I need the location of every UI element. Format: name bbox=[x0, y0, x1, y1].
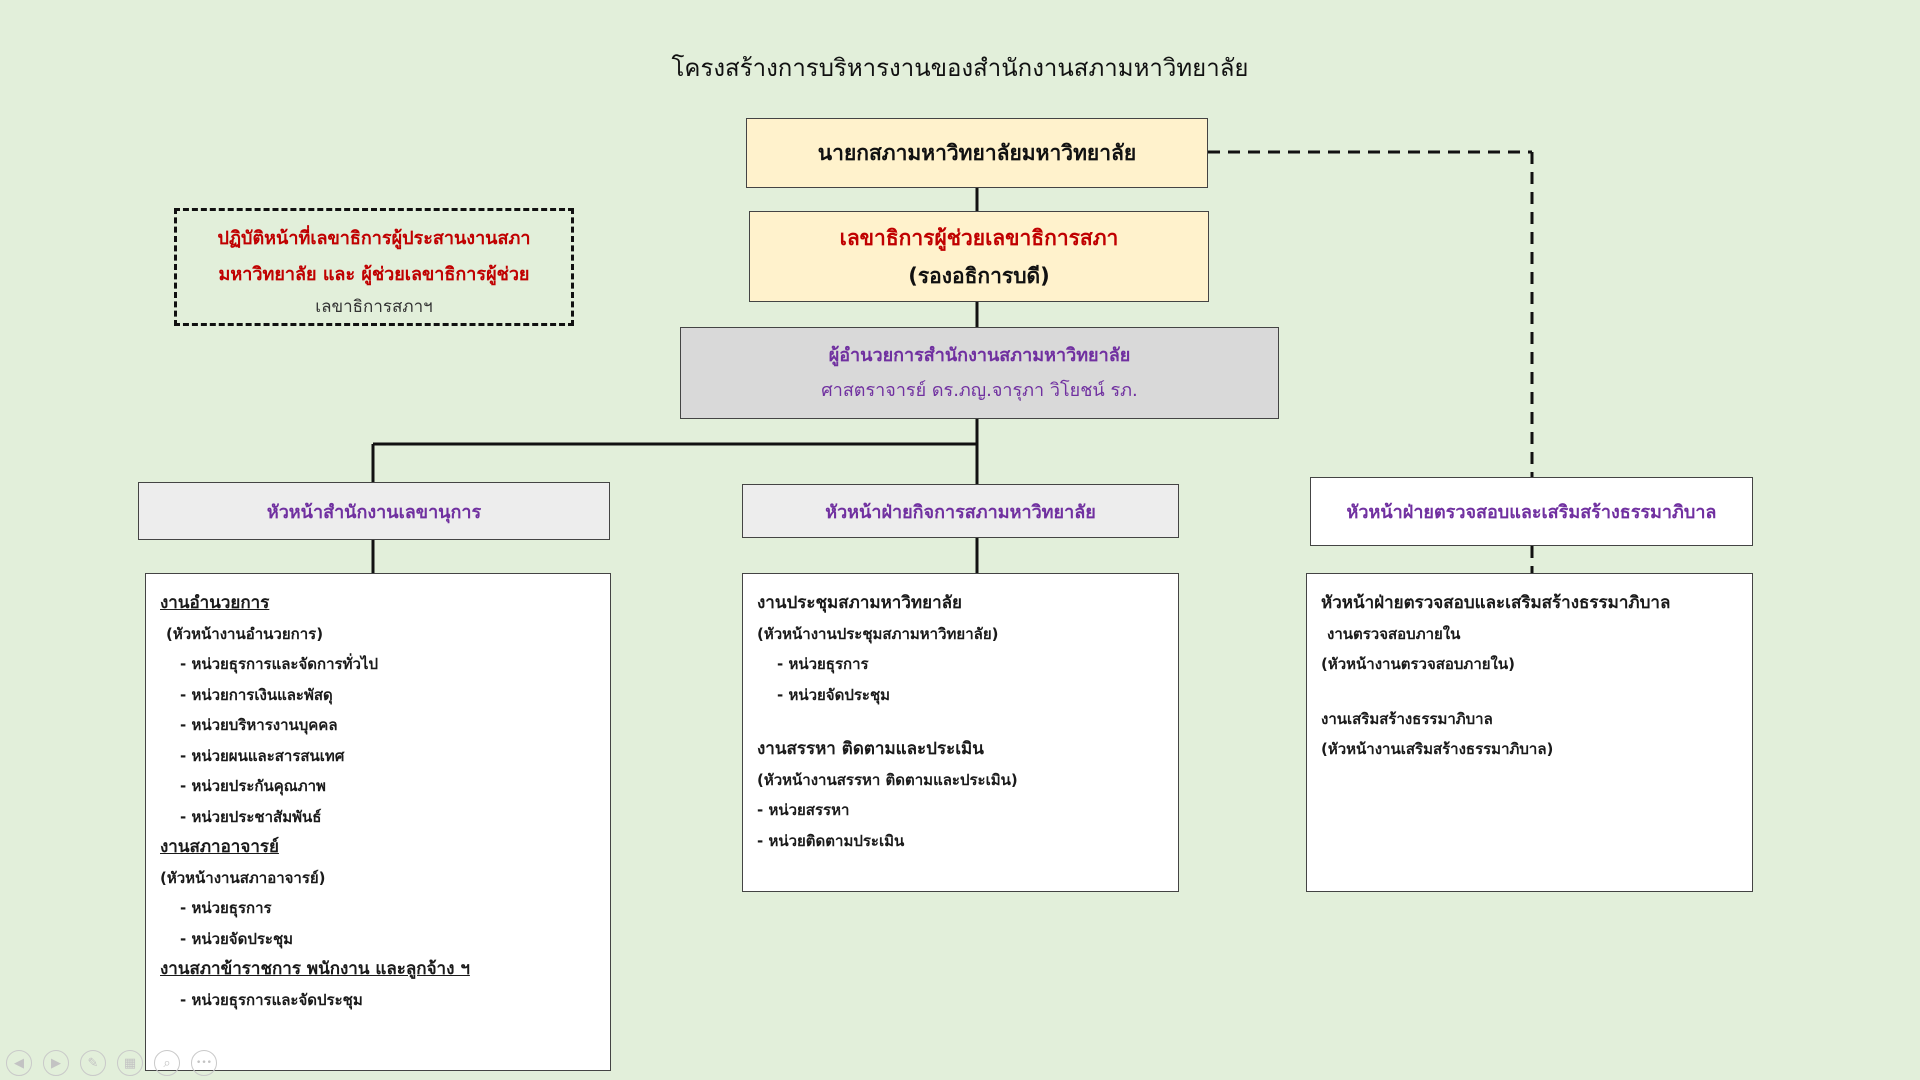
note-line-2: มหาวิทยาลัย และ ผู้ช่วยเลขาธิการผู้ช่วย bbox=[218, 264, 530, 285]
section-title: งานสภาข้าราชการ พนักงาน และลูกจ้าง ฯ bbox=[160, 959, 470, 979]
unit-item: - หน่วยธุรการ bbox=[777, 655, 869, 673]
section-title: งานประชุมสภามหาวิทยาลัย bbox=[757, 593, 962, 613]
unit-item: - หน่วยธุรการและจัดการทั่วไป bbox=[180, 655, 378, 673]
secretary-box: เลขาธิการผู้ช่วยเลขาธิการสภา (รองอธิการบ… bbox=[749, 211, 1209, 302]
unit-item: - หน่วยการเงินและพัสดุ bbox=[180, 685, 333, 704]
secretary-duty-note: ปฏิบัติหน้าที่เลขาธิการผู้ประสานงานสภา ม… bbox=[174, 208, 574, 326]
section-head: (หัวหน้างานเสริมสร้างธรรมาภิบาล) bbox=[1321, 740, 1554, 758]
section-title: หัวหน้าฝ่ายตรวจสอบและเสริมสร้างธรรมาภิบา… bbox=[1321, 593, 1671, 613]
director-name: ศาสตราจารย์ ดร.ภญ.จารุภา วิโยชน์ รภ. bbox=[821, 380, 1138, 401]
unit-item: - หน่วยประกันคุณภาพ bbox=[180, 777, 326, 795]
section-title: งานสรรหา ติดตามและประเมิน bbox=[757, 739, 984, 759]
unit-item: - หน่วยธุรการ bbox=[180, 899, 272, 917]
section-head: (หัวหน้างานสรรหา ติดตามและประเมิน) bbox=[757, 770, 1018, 789]
page-title: โครงสร้างการบริหารงานของสำนักงานสภามหาวิ… bbox=[671, 54, 1249, 82]
director-title: ผู้อำนวยการสำนักงานสภามหาวิทยาลัย bbox=[828, 345, 1131, 366]
unit-item: - หน่วยสรรหา bbox=[757, 801, 850, 819]
president-box: นายกสภามหาวิทยาลัยมหาวิทยาลัย bbox=[746, 118, 1208, 188]
unit-item: - หน่วยจัดประชุม bbox=[180, 929, 294, 948]
president-label: นายกสภามหาวิทยาลัยมหาวิทยาลัย bbox=[817, 140, 1137, 165]
section-subtitle: งานเสริมสร้างธรรมาภิบาล bbox=[1321, 709, 1493, 728]
head-council-affairs-box: หัวหน้าฝ่ายกิจการสภามหาวิทยาลัย bbox=[742, 484, 1179, 538]
section-head: (หัวหน้างานสภาอาจารย์) bbox=[160, 868, 326, 887]
unit-item: - หน่วยประชาสัมพันธ์ bbox=[180, 807, 322, 826]
note-line-1: ปฏิบัติหน้าที่เลขาธิการผู้ประสานงานสภา bbox=[217, 228, 531, 249]
slides-icon[interactable]: ▦ bbox=[117, 1050, 143, 1076]
unit-item: - หน่วยผนและสารสนเทศ bbox=[180, 746, 345, 765]
zoom-icon[interactable]: ⌕ bbox=[154, 1050, 180, 1076]
section-title: งานอำนวยการ bbox=[160, 593, 270, 613]
more-icon[interactable]: ••• bbox=[191, 1050, 217, 1076]
section-subtitle: งานตรวจสอบภายใน bbox=[1327, 624, 1461, 643]
unit-item: - หน่วยจัดประชุม bbox=[777, 685, 891, 704]
pen-icon[interactable]: ✎ bbox=[80, 1050, 106, 1076]
director-box: ผู้อำนวยการสำนักงานสภามหาวิทยาลัย ศาสตรา… bbox=[680, 327, 1279, 419]
note-line-3: เลขาธิการสภาฯ bbox=[315, 297, 433, 317]
unit-item: - หน่วยธุรการและจัดประชุม bbox=[180, 990, 363, 1009]
back-arrow-icon[interactable]: ◀ bbox=[6, 1050, 32, 1076]
section-head: (หัวหน้างานประชุมสภามหาวิทยาลัย) bbox=[757, 624, 999, 643]
head-audit-governance-label: หัวหน้าฝ่ายตรวจสอบและเสริมสร้างธรรมาภิบา… bbox=[1346, 502, 1717, 523]
unit-item: - หน่วยบริหารงานบุคคล bbox=[180, 716, 338, 734]
head-council-affairs-label: หัวหน้าฝ่ายกิจการสภามหาวิทยาลัย bbox=[825, 501, 1096, 523]
head-secretariat-box: หัวหน้าสำนักงานเลขานุการ bbox=[138, 482, 610, 540]
section-head: (หัวหน้างานตรวจสอบภายใน) bbox=[1321, 655, 1515, 673]
secretary-title: เลขาธิการผู้ช่วยเลขาธิการสภา bbox=[839, 225, 1119, 250]
secretary-subtitle: (รองอธิการบดี) bbox=[908, 263, 1050, 288]
unit-item: - หน่วยติดตามประเมิน bbox=[757, 831, 905, 850]
forward-arrow-icon[interactable]: ▶ bbox=[43, 1050, 69, 1076]
section-head: (หัวหน้างานอำนวยการ) bbox=[166, 624, 324, 643]
audit-governance-units-box: หัวหน้าฝ่ายตรวจสอบและเสริมสร้างธรรมาภิบา… bbox=[1306, 573, 1753, 892]
secretariat-units-box: งานอำนวยการ (หัวหน้างานอำนวยการ) - หน่วย… bbox=[145, 573, 611, 1071]
head-audit-governance-box: หัวหน้าฝ่ายตรวจสอบและเสริมสร้างธรรมาภิบา… bbox=[1310, 477, 1753, 546]
section-title: งานสภาอาจารย์ bbox=[160, 837, 279, 857]
head-secretariat-label: หัวหน้าสำนักงานเลขานุการ bbox=[266, 501, 482, 523]
council-affairs-units-box: งานประชุมสภามหาวิทยาลัย (หัวหน้างานประชุ… bbox=[742, 573, 1179, 892]
